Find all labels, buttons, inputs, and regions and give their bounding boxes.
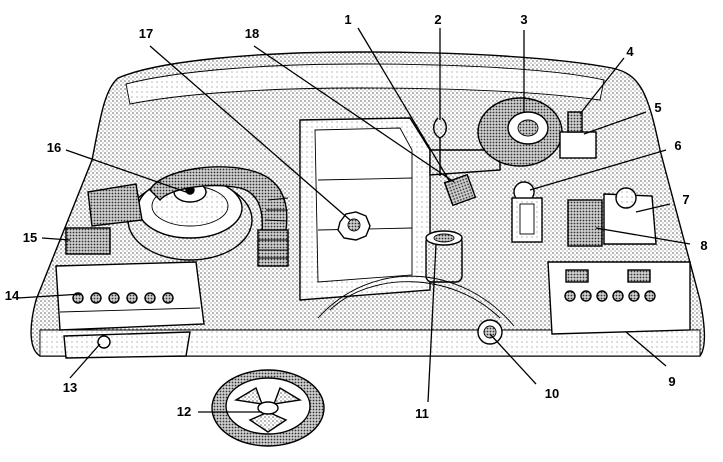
leader-18 [253,45,455,183]
callout-7: 7 [682,192,689,207]
leader-14 [17,293,83,299]
leader-15 [41,237,71,241]
oil-filler-cap [337,211,371,241]
leader-17 [149,45,351,221]
battery [547,261,691,335]
callout-16: 16 [47,140,61,155]
oil-filter [425,230,463,283]
callout-13: 13 [63,380,77,395]
callout-9: 9 [668,374,675,389]
leader-1 [357,27,451,183]
radiator-cap [477,319,503,345]
callout-18: 18 [245,26,259,41]
ignition-coil [443,173,477,207]
callout-15: 15 [23,230,37,245]
callout-labels: 1 2 3 4 5 6 7 8 9 10 11 12 13 14 15 16 1… [5,12,708,421]
callout-2: 2 [434,12,441,27]
callout-1: 1 [344,12,351,27]
callout-17: 17 [139,26,153,41]
callout-10: 10 [545,386,559,401]
callout-11: 11 [415,406,429,421]
dipstick-handle [433,117,447,176]
coolant-expansion-tank [603,187,657,245]
leader-13 [69,343,101,379]
leader-lines [17,27,691,413]
air-cleaner [87,166,289,267]
callout-8: 8 [700,238,707,253]
relay-box [567,199,603,247]
leader-16 [65,149,187,193]
callout-6: 6 [674,138,681,153]
callout-14: 14 [5,288,20,303]
brake-fluid-reservoir [559,111,597,159]
leader-8 [595,227,691,245]
callout-3: 3 [520,12,527,27]
spare-wheel [211,369,325,447]
leader-4 [579,57,625,115]
fan-shroud [317,275,515,327]
brake-booster [477,97,563,167]
callout-12: 12 [177,404,191,419]
fuse-relay-panel [55,261,205,331]
callout-4: 4 [626,44,634,59]
leader-6 [529,149,667,191]
clutch-reservoir [511,181,543,243]
leader-10 [489,333,537,385]
fuse-box [65,227,111,255]
leader-5 [583,111,647,135]
washer-reservoir [63,331,191,359]
callout-5: 5 [654,100,661,115]
leader-11 [427,243,437,403]
leader-7 [635,203,671,213]
leader-9 [625,331,667,367]
engine-block [299,117,501,301]
